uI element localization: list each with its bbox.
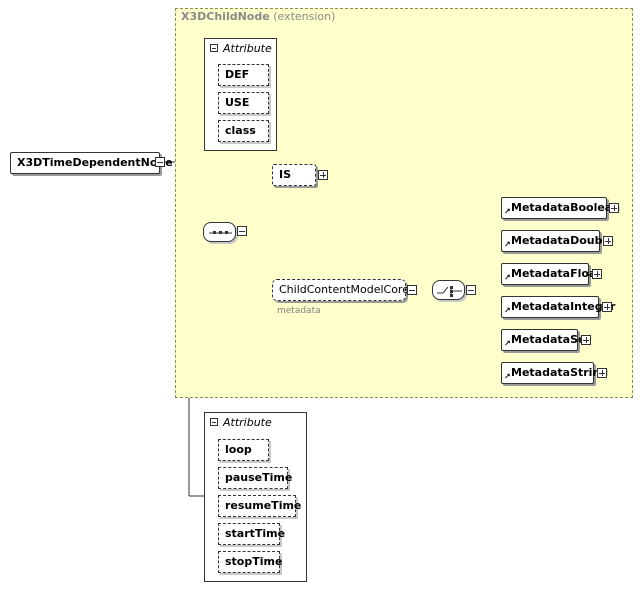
- group-sublabel: metadata: [277, 306, 321, 316]
- attribute-resumeTime[interactable]: resumeTime: [218, 495, 301, 517]
- is-element-label: IS: [279, 168, 292, 181]
- attribute-label: resumeTime: [225, 499, 302, 512]
- collapse-icon[interactable]: [210, 418, 218, 426]
- element-MetadataBoolean[interactable]: ↗ MetadataBoolean: [501, 197, 620, 219]
- attribute-label: DEF: [225, 68, 250, 81]
- inherited-attribute-header[interactable]: Attribute: [210, 42, 272, 55]
- element-MetadataInteger[interactable]: ↗ MetadataInteger: [501, 296, 615, 318]
- choice-compositor[interactable]: [432, 280, 465, 300]
- expand-toggle[interactable]: [609, 203, 619, 213]
- expand-toggle[interactable]: [592, 269, 602, 279]
- choice-collapse-toggle[interactable]: [466, 285, 476, 295]
- attribute-class[interactable]: class: [218, 120, 269, 142]
- collapse-icon[interactable]: [210, 44, 218, 52]
- attribute-label: USE: [225, 96, 250, 109]
- reference-arrow-icon: ↗: [504, 306, 511, 315]
- reference-arrow-icon: ↗: [504, 207, 511, 216]
- element-label: MetadataSet: [511, 333, 591, 346]
- element-label: MetadataInteger: [511, 300, 616, 313]
- attribute-label: stopTime: [225, 555, 283, 568]
- attribute-label: loop: [225, 443, 252, 456]
- attribute-label: pauseTime: [225, 471, 293, 484]
- is-element[interactable]: IS: [272, 164, 316, 186]
- sequence-icon: [209, 231, 232, 234]
- expand-toggle[interactable]: [581, 335, 591, 345]
- reference-arrow-icon: ↗: [504, 273, 511, 282]
- reference-arrow-icon: ↗: [504, 372, 511, 381]
- root-element-label: X3DTimeDependentNode: [17, 156, 173, 169]
- attribute-stopTime[interactable]: stopTime: [218, 551, 283, 573]
- reference-arrow-icon: ↗: [504, 339, 511, 348]
- attribute-DEF[interactable]: DEF: [218, 64, 269, 86]
- group-reference-label: ChildContentModelCore: [279, 283, 409, 296]
- extension-base: X3DChildNode: [181, 10, 270, 23]
- choice-icon: [437, 286, 462, 297]
- extension-suffix: (extension): [273, 10, 336, 23]
- own-attribute-header[interactable]: Attribute: [210, 416, 272, 429]
- sequence-collapse-toggle[interactable]: [237, 226, 247, 236]
- root-collapse-toggle[interactable]: [155, 157, 165, 167]
- own-attribute-header-label: Attribute: [223, 416, 272, 429]
- element-MetadataString[interactable]: ↗ MetadataString: [501, 362, 608, 384]
- expand-toggle[interactable]: [603, 236, 613, 246]
- reference-arrow-icon: ↗: [504, 240, 511, 249]
- element-label: MetadataDouble: [511, 234, 614, 247]
- element-label: MetadataString: [511, 366, 609, 379]
- expand-toggle[interactable]: [597, 368, 607, 378]
- attribute-pauseTime[interactable]: pauseTime: [218, 467, 292, 489]
- attribute-label: class: [225, 124, 256, 137]
- expand-toggle[interactable]: [602, 302, 612, 312]
- element-label: MetadataFloat: [511, 267, 602, 280]
- is-expand-toggle[interactable]: [318, 170, 328, 180]
- extension-title: X3DChildNode (extension): [181, 10, 335, 23]
- attribute-startTime[interactable]: startTime: [218, 523, 285, 545]
- element-MetadataFloat[interactable]: ↗ MetadataFloat: [501, 263, 602, 285]
- attribute-USE[interactable]: USE: [218, 92, 269, 114]
- inherited-attribute-header-label: Attribute: [223, 42, 272, 55]
- sequence-compositor[interactable]: [203, 222, 236, 242]
- attribute-label: startTime: [225, 527, 286, 540]
- group-collapse-toggle[interactable]: [407, 285, 417, 295]
- root-element[interactable]: X3DTimeDependentNode: [10, 152, 173, 174]
- attribute-loop[interactable]: loop: [218, 439, 269, 461]
- element-MetadataDouble[interactable]: ↗ MetadataDouble: [501, 230, 614, 252]
- element-label: MetadataBoolean: [511, 201, 621, 214]
- element-MetadataSet[interactable]: ↗ MetadataSet: [501, 329, 591, 351]
- group-reference[interactable]: ChildContentModelCore: [272, 279, 409, 301]
